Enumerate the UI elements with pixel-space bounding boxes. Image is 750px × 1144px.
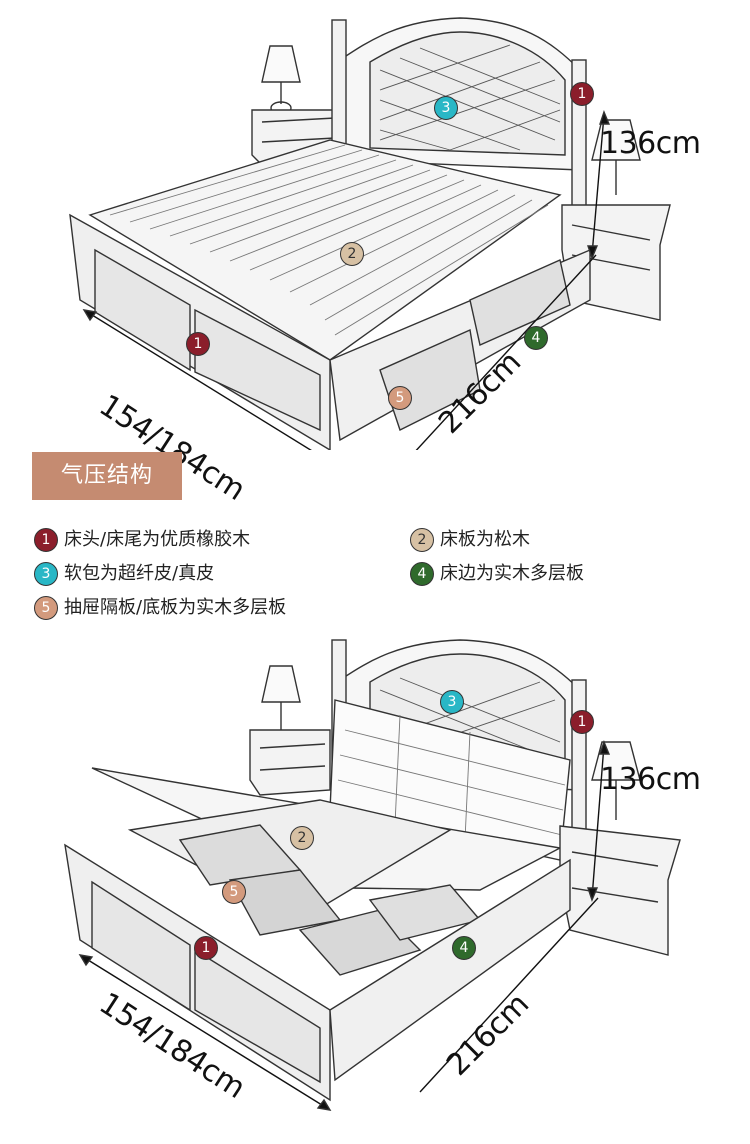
bottom-bed-illustration: 136cm 154/184cm 216cm 1 1 2 3 4 5 [0, 630, 750, 1144]
marker-4-side-rail: 4 [524, 326, 548, 350]
legend-marker-1: 1 [34, 528, 58, 552]
legend-marker-4: 4 [410, 562, 434, 586]
marker-1-footboard: 1 [186, 332, 210, 356]
section-title: 气压结构 [32, 452, 182, 500]
legend-item-1: 1 床头/床尾为优质橡胶木 [34, 528, 250, 552]
bed-with-drawers-drawing [69, 17, 671, 450]
legend-text-5: 抽屉隔板/底板为实木多层板 [64, 597, 287, 618]
legend-text-3: 软包为超纤皮/真皮 [64, 563, 215, 584]
legend-marker-2: 2 [410, 528, 434, 552]
marker-1-footboard: 1 [194, 936, 218, 960]
legend-item-3: 3 软包为超纤皮/真皮 [34, 562, 214, 586]
marker-1-headpost: 1 [570, 82, 594, 106]
legend-text-1: 床头/床尾为优质橡胶木 [64, 529, 251, 550]
marker-4-side-rail: 4 [452, 936, 476, 960]
legend-item-2: 2 床板为松木 [410, 528, 530, 552]
marker-5-storage: 5 [222, 880, 246, 904]
legend-marker-3: 3 [34, 562, 58, 586]
marker-5-drawer: 5 [388, 386, 412, 410]
marker-2-slats: 2 [290, 826, 314, 850]
legend-item-4: 4 床边为实木多层板 [410, 562, 584, 586]
legend-marker-5: 5 [34, 596, 58, 620]
height-dimension-label: 136cm [600, 126, 701, 161]
marker-1-headpost: 1 [570, 710, 594, 734]
marker-3-headboard: 3 [440, 690, 464, 714]
bed-with-lift-storage-drawing [64, 639, 681, 1111]
top-bed-illustration: 136cm 154/184cm 216cm 1 1 2 3 4 5 [0, 0, 750, 508]
height-dimension-label: 136cm [600, 762, 701, 797]
legend-item-5: 5 抽屉隔板/底板为实木多层板 [34, 596, 286, 620]
legend-text-4: 床边为实木多层板 [440, 563, 584, 584]
marker-3-headboard: 3 [434, 96, 458, 120]
material-legend: 1 床头/床尾为优质橡胶木 2 床板为松木 3 软包为超纤皮/真皮 4 床边为实木多层板… [0, 520, 750, 630]
legend-text-2: 床板为松木 [440, 529, 530, 550]
marker-2-slats: 2 [340, 242, 364, 266]
